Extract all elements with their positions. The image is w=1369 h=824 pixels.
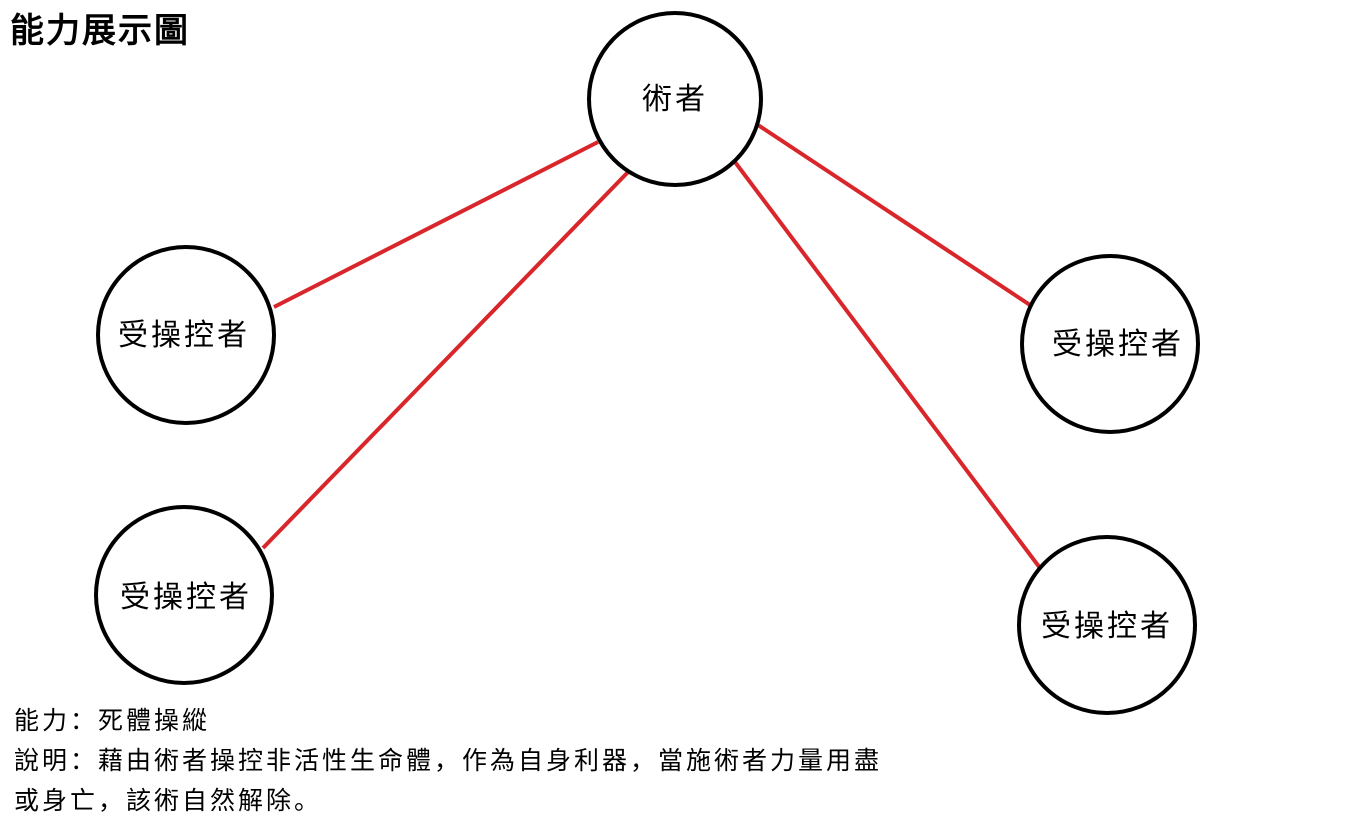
node-controlled-lower-left: 受操控者 <box>94 505 274 685</box>
node-controlled-label: 受操控者 <box>120 580 252 615</box>
node-controlled-circle <box>1020 254 1200 434</box>
node-caster-circle <box>587 11 763 187</box>
node-controlled-upper-right: 受操控者 <box>1020 254 1200 434</box>
node-controlled-circle <box>94 505 274 685</box>
node-controlled-upper-left: 受操控者 <box>96 245 276 425</box>
node-controlled-label: 受操控者 <box>1041 609 1173 644</box>
edge-caster-to-upper-left <box>273 140 599 309</box>
edge-caster-to-lower-right <box>733 160 1042 570</box>
explanation-text-line-1: 說明：藉由術者操控非活性生命體，作為自身利器，當施術者力量用盡 <box>14 746 883 775</box>
node-controlled-circle <box>96 245 276 425</box>
node-caster-label: 術者 <box>642 82 708 117</box>
node-controlled-label: 受操控者 <box>118 318 250 353</box>
page-title: 能力展示圖 <box>10 11 190 51</box>
explanation-text-line-2: 或身亡，該術自然解除。 <box>14 786 323 815</box>
ability-text: 能力：死體操縱 <box>14 706 211 735</box>
edge-caster-to-upper-right <box>756 123 1032 307</box>
edge-caster-to-lower-left <box>261 168 632 550</box>
node-controlled-label: 受操控者 <box>1052 327 1184 362</box>
node-caster: 術者 <box>587 11 763 187</box>
node-controlled-lower-right: 受操控者 <box>1017 535 1197 715</box>
node-controlled-circle <box>1017 535 1197 715</box>
